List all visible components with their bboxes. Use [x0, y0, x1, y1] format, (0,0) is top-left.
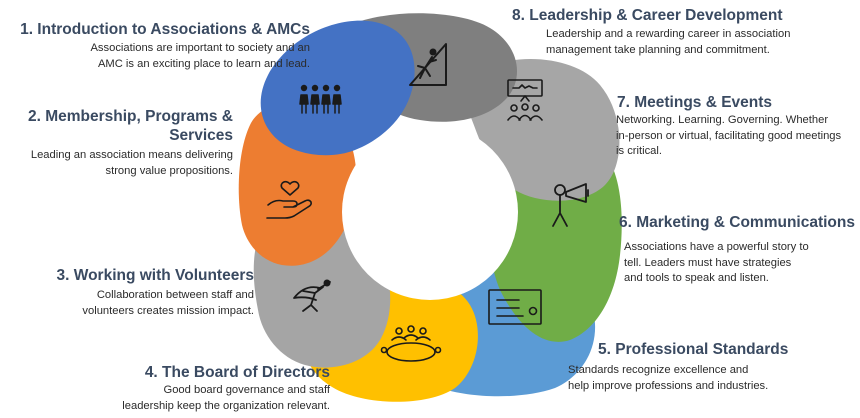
- section-meetings-line-1: Networking. Learning. Governing. Whether: [616, 114, 829, 126]
- section-leadership-title: 8. Leadership & Career Development: [512, 7, 783, 24]
- superhero-icon: [293, 279, 331, 312]
- section-standards: 5. Professional Standards Standards reco…: [568, 340, 848, 394]
- section-volunteers-line-1: Collaboration between staff and: [96, 289, 254, 301]
- section-meetings: 7. Meetings & Events Networking. Learnin…: [616, 93, 856, 160]
- section-standards-line-1: Standards recognize excellence and: [568, 364, 749, 376]
- section-membership-line-1: Leading an association means delivering: [30, 149, 233, 161]
- people-group-icon: [299, 84, 342, 114]
- section-marketing-line-1: Associations have a powerful story to: [624, 241, 809, 253]
- section-meetings-line-3: is critical.: [616, 145, 662, 157]
- section-leadership-line-2: management take planning and commitment.: [546, 43, 770, 56]
- section-leadership: 8. Leadership & Career Development Leade…: [512, 6, 846, 58]
- section-marketing-title: 6. Marketing & Communications: [619, 214, 855, 231]
- section-volunteers-line-2: volunteers creates mission impact.: [82, 304, 254, 317]
- section-intro-title: 1. Introduction to Associations & AMCs: [20, 21, 310, 38]
- section-membership-title-2: Services: [169, 127, 233, 144]
- section-membership-title-1: 2. Membership, Programs &: [27, 108, 233, 125]
- section-volunteers-title: 3. Working with Volunteers: [56, 267, 254, 284]
- climber-icon: [409, 43, 447, 86]
- section-membership-line-2: strong value propositions.: [105, 164, 234, 177]
- section-board: 4. The Board of Directors Good board gov…: [80, 363, 330, 414]
- section-board-line-2: leadership keep the organization relevan…: [122, 399, 330, 412]
- section-marketing-line-3: and tools to speak and listen.: [624, 272, 769, 284]
- heart-hand-icon: [266, 180, 312, 219]
- ring-center: [342, 124, 518, 300]
- section-standards-line-2: help improve professions and industries.: [568, 379, 769, 392]
- section-board-title: 4. The Board of Directors: [144, 364, 330, 381]
- section-board-line-1: Good board governance and staff: [163, 384, 331, 396]
- section-volunteers: 3. Working with Volunteers Collaboration…: [5, 266, 254, 319]
- section-intro-line-1: Associations are important to society an…: [90, 42, 310, 54]
- section-meetings-line-2: in-person or virtual, facilitating good …: [616, 129, 842, 142]
- megaphone-icon: [552, 183, 589, 227]
- board-table-icon: [380, 325, 442, 362]
- section-intro: 1. Introduction to Associations & AMCs A…: [5, 20, 310, 72]
- section-membership: 2. Membership, Programs & Services Leadi…: [5, 107, 233, 179]
- section-intro-line-2: AMC is an exciting place to learn and le…: [97, 57, 310, 70]
- section-marketing: 6. Marketing & Communications Associatio…: [619, 213, 857, 287]
- section-marketing-line-2: tell. Leaders must have strategies: [624, 256, 792, 269]
- section-meetings-title: 7. Meetings & Events: [617, 94, 773, 111]
- certificate-icon: [488, 289, 542, 325]
- section-standards-title: 5. Professional Standards: [598, 341, 789, 358]
- presentation-icon: [507, 79, 543, 121]
- section-leadership-line-1: Leadership and a rewarding career in ass…: [546, 28, 791, 40]
